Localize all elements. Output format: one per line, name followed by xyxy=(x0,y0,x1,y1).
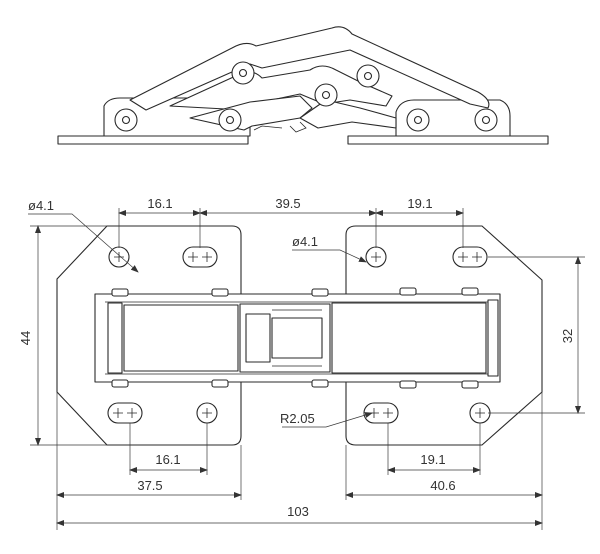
side-upper-arm xyxy=(129,26,490,111)
hinge-rivets xyxy=(111,287,479,389)
side-view xyxy=(57,26,549,145)
slot-left-top xyxy=(182,246,218,268)
dim-top-left: 16.1 xyxy=(147,196,172,211)
dim-bottom-left-inner: 16.1 xyxy=(155,452,180,467)
round-hole-left-bottom xyxy=(196,402,218,424)
side-base-plate-left xyxy=(57,135,249,145)
slot-right-top xyxy=(452,246,488,268)
dim-height-left: 44 xyxy=(18,331,33,345)
side-base-plate-right xyxy=(347,135,549,145)
dimension-lines xyxy=(28,208,585,530)
dimension-labels: 16.1 39.5 19.1 16.1 19.1 37.5 40.6 103 4… xyxy=(18,196,575,519)
round-hole-right-bottom xyxy=(469,402,491,424)
hinge-right-leaf xyxy=(487,299,499,377)
dim-total-width: 103 xyxy=(287,504,309,519)
hinge-right-box xyxy=(331,302,487,374)
dim-height-right: 32 xyxy=(560,329,575,343)
round-hole-right-top xyxy=(365,246,387,268)
slot-left-bottom xyxy=(107,402,143,424)
hinge-center-block xyxy=(271,317,323,359)
callout-hole-left: ø4.1 xyxy=(28,198,54,213)
dim-bottom-left-overall: 37.5 xyxy=(137,478,162,493)
round-hole-left-top xyxy=(108,246,130,268)
hinge-left-leaf xyxy=(107,302,123,374)
side-pivots xyxy=(114,61,498,132)
dim-bottom-right-inner: 19.1 xyxy=(420,452,445,467)
hinge-left-box xyxy=(123,304,239,372)
plan-view xyxy=(56,225,543,446)
dim-bottom-right-overall: 40.6 xyxy=(430,478,455,493)
dim-top-middle: 39.5 xyxy=(275,196,300,211)
callout-slot-radius: R2.05 xyxy=(280,411,315,426)
callout-hole-right: ø4.1 xyxy=(292,234,318,249)
slot-right-bottom xyxy=(363,402,399,424)
hinge-center-inner xyxy=(245,313,271,363)
dim-top-right: 19.1 xyxy=(407,196,432,211)
